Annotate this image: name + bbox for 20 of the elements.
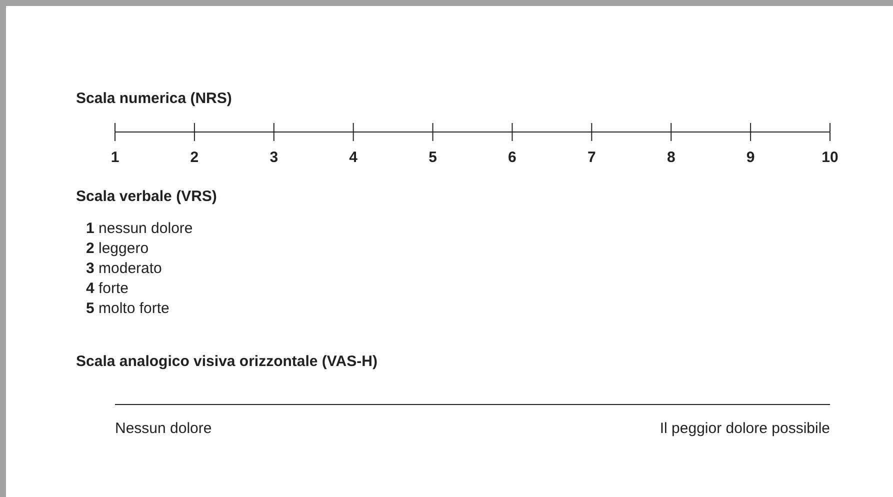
section-heading: Scala verbale (VRS) — [76, 187, 217, 207]
scale-number: 6 — [508, 148, 516, 168]
scale-item: 1 nessun dolore — [86, 219, 193, 239]
scale-number: 1 — [110, 148, 120, 168]
scale-number: 5 — [428, 148, 437, 168]
scale-number: 10 — [822, 148, 838, 168]
scale-end-label: Il peggior dolore possibile — [660, 419, 830, 439]
scale-number: 8 — [666, 148, 676, 168]
scale-number: 9 — [746, 148, 755, 168]
scale-number: 2 — [190, 148, 199, 168]
section-heading: Scala numerica (NRS) — [76, 89, 232, 109]
section-heading: Scala analogico visiva orizzontale (VAS-H) — [76, 352, 378, 372]
scale-end-label: Nessun dolore — [115, 419, 212, 439]
scale-item: 2 leggero — [86, 239, 149, 259]
scale-item: 3 moderato — [86, 259, 162, 279]
scale-item: 4 forte — [86, 279, 129, 299]
scale-item: 5 molto forte — [86, 299, 170, 319]
scale-number: 4 — [349, 148, 358, 168]
scale-number: 7 — [587, 148, 596, 168]
scale-number: 3 — [270, 148, 278, 168]
